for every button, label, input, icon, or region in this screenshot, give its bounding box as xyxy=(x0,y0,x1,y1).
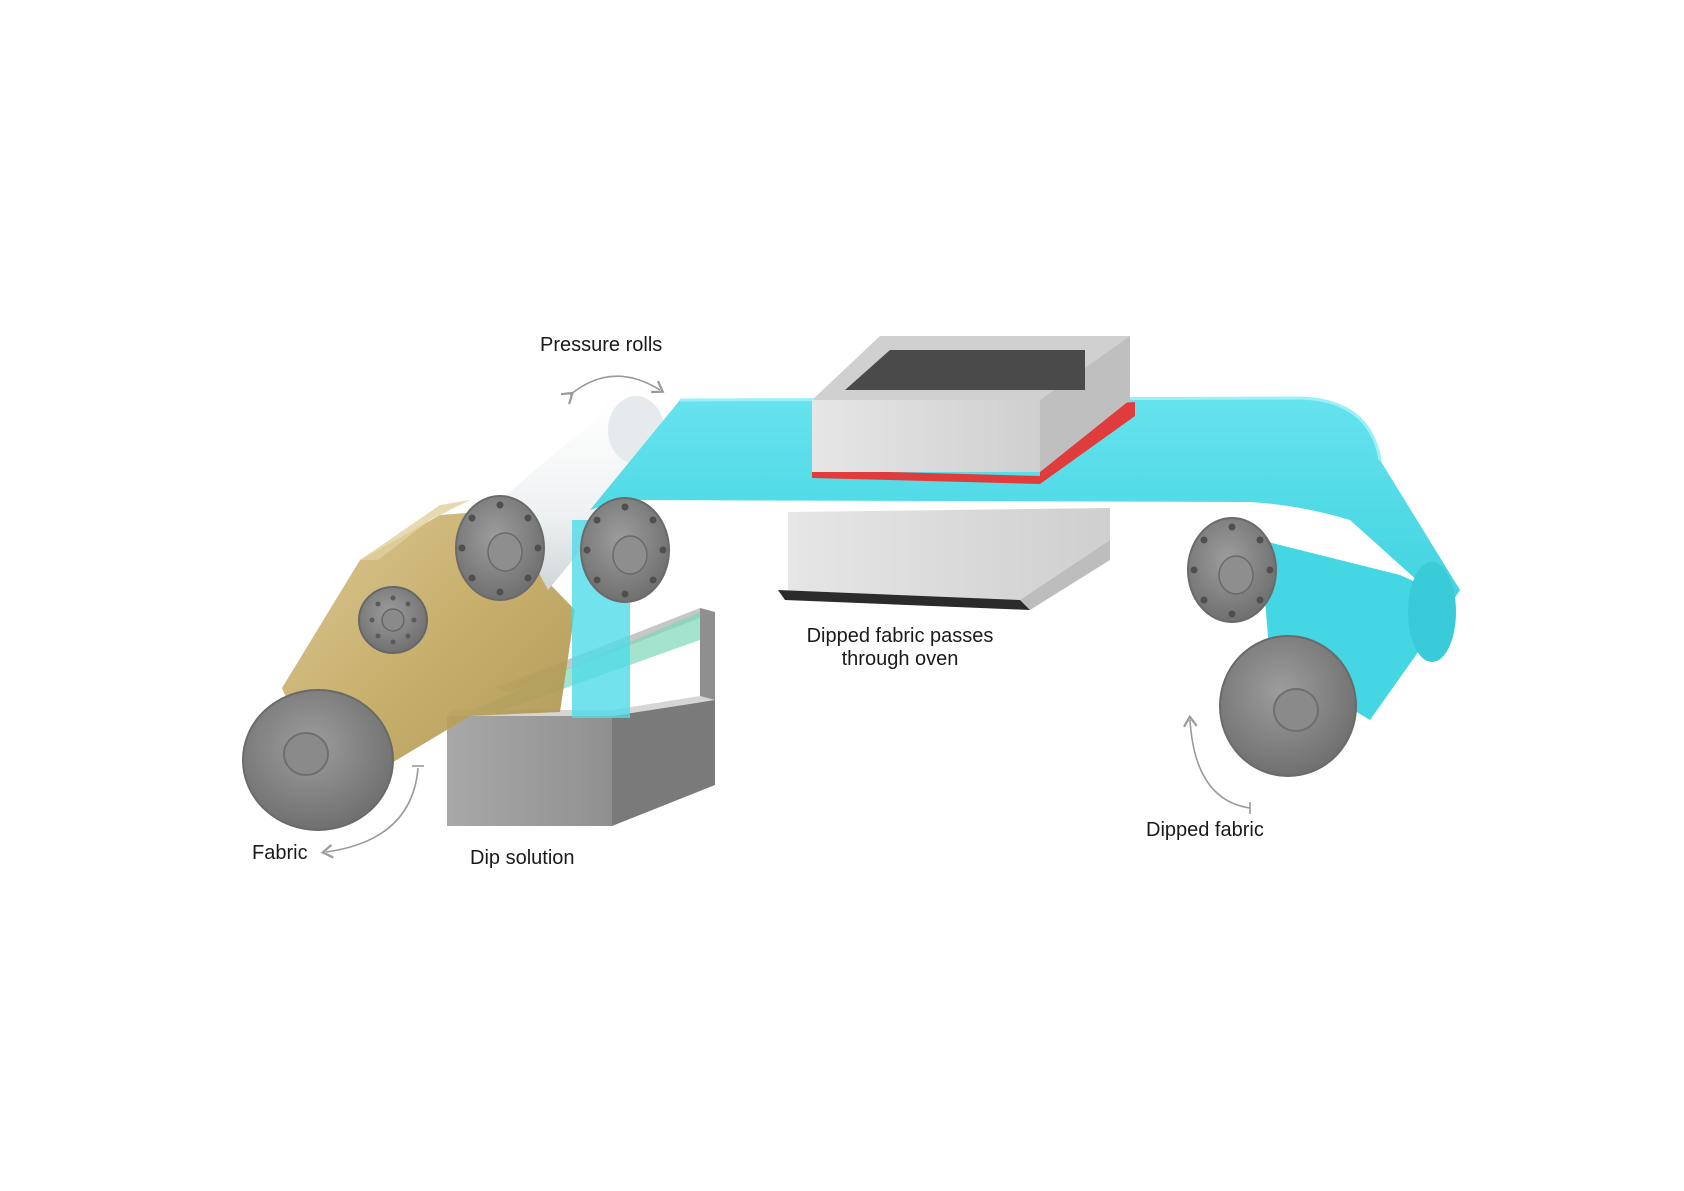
oven-label-line-2: through oven xyxy=(841,648,959,670)
dipped-fabric-label: Dipped fabric xyxy=(1146,819,1264,841)
rotation-arrows xyxy=(320,375,1251,859)
take-up-roll xyxy=(1219,635,1357,777)
pressure-rolls-rotation-arrow xyxy=(560,375,665,405)
guide-roller xyxy=(358,586,428,654)
pressure-roll-left-cap xyxy=(455,495,545,601)
pressure-roll-right-cap xyxy=(580,497,670,603)
dip-solution-label: Dip solution xyxy=(470,847,575,869)
oven-label-line-1: Dipped fabric passes xyxy=(806,625,994,647)
oven xyxy=(778,336,1135,610)
fabric-rotation-arrow xyxy=(320,767,419,859)
idler-roller xyxy=(1187,517,1277,623)
fabric-supply-roll xyxy=(242,689,394,831)
fabric-label: Fabric xyxy=(252,842,308,864)
oven-label: Dipped fabric passes through oven xyxy=(790,625,1010,671)
dipped-fabric-rotation-arrow xyxy=(1183,714,1251,809)
pressure-rolls-label: Pressure rolls xyxy=(540,334,663,356)
